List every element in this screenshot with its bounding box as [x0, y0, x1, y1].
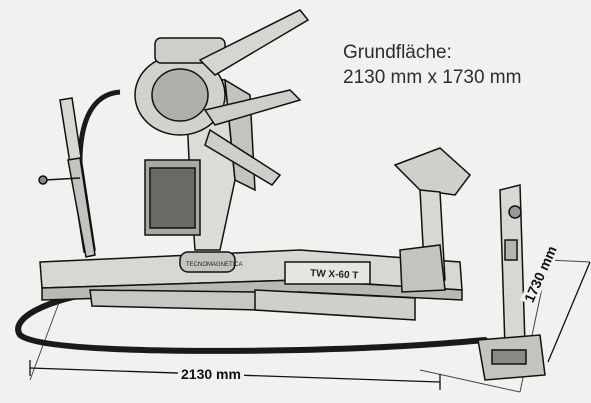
hydraulic-hose	[15, 287, 488, 354]
caption-line-2: 2130 mm x 1730 mm	[343, 67, 522, 88]
footprint-caption: Grundfläche: 2130 mm x 1730 mm	[343, 40, 521, 90]
tool-post	[393, 147, 472, 293]
caption-line-1: Grundfläche:	[343, 42, 452, 63]
logo-plate-label: TECNOMAGNETICA	[186, 262, 243, 268]
model-plate-label: TW X-60 T	[310, 268, 359, 282]
clamp-head	[134, 9, 310, 186]
base-frame	[39, 249, 463, 321]
control-pedestal	[477, 184, 546, 381]
left-tool-arm	[38, 97, 96, 258]
width-dimension-label: 2130 mm	[178, 366, 244, 382]
depth-dimension-line	[547, 261, 591, 363]
